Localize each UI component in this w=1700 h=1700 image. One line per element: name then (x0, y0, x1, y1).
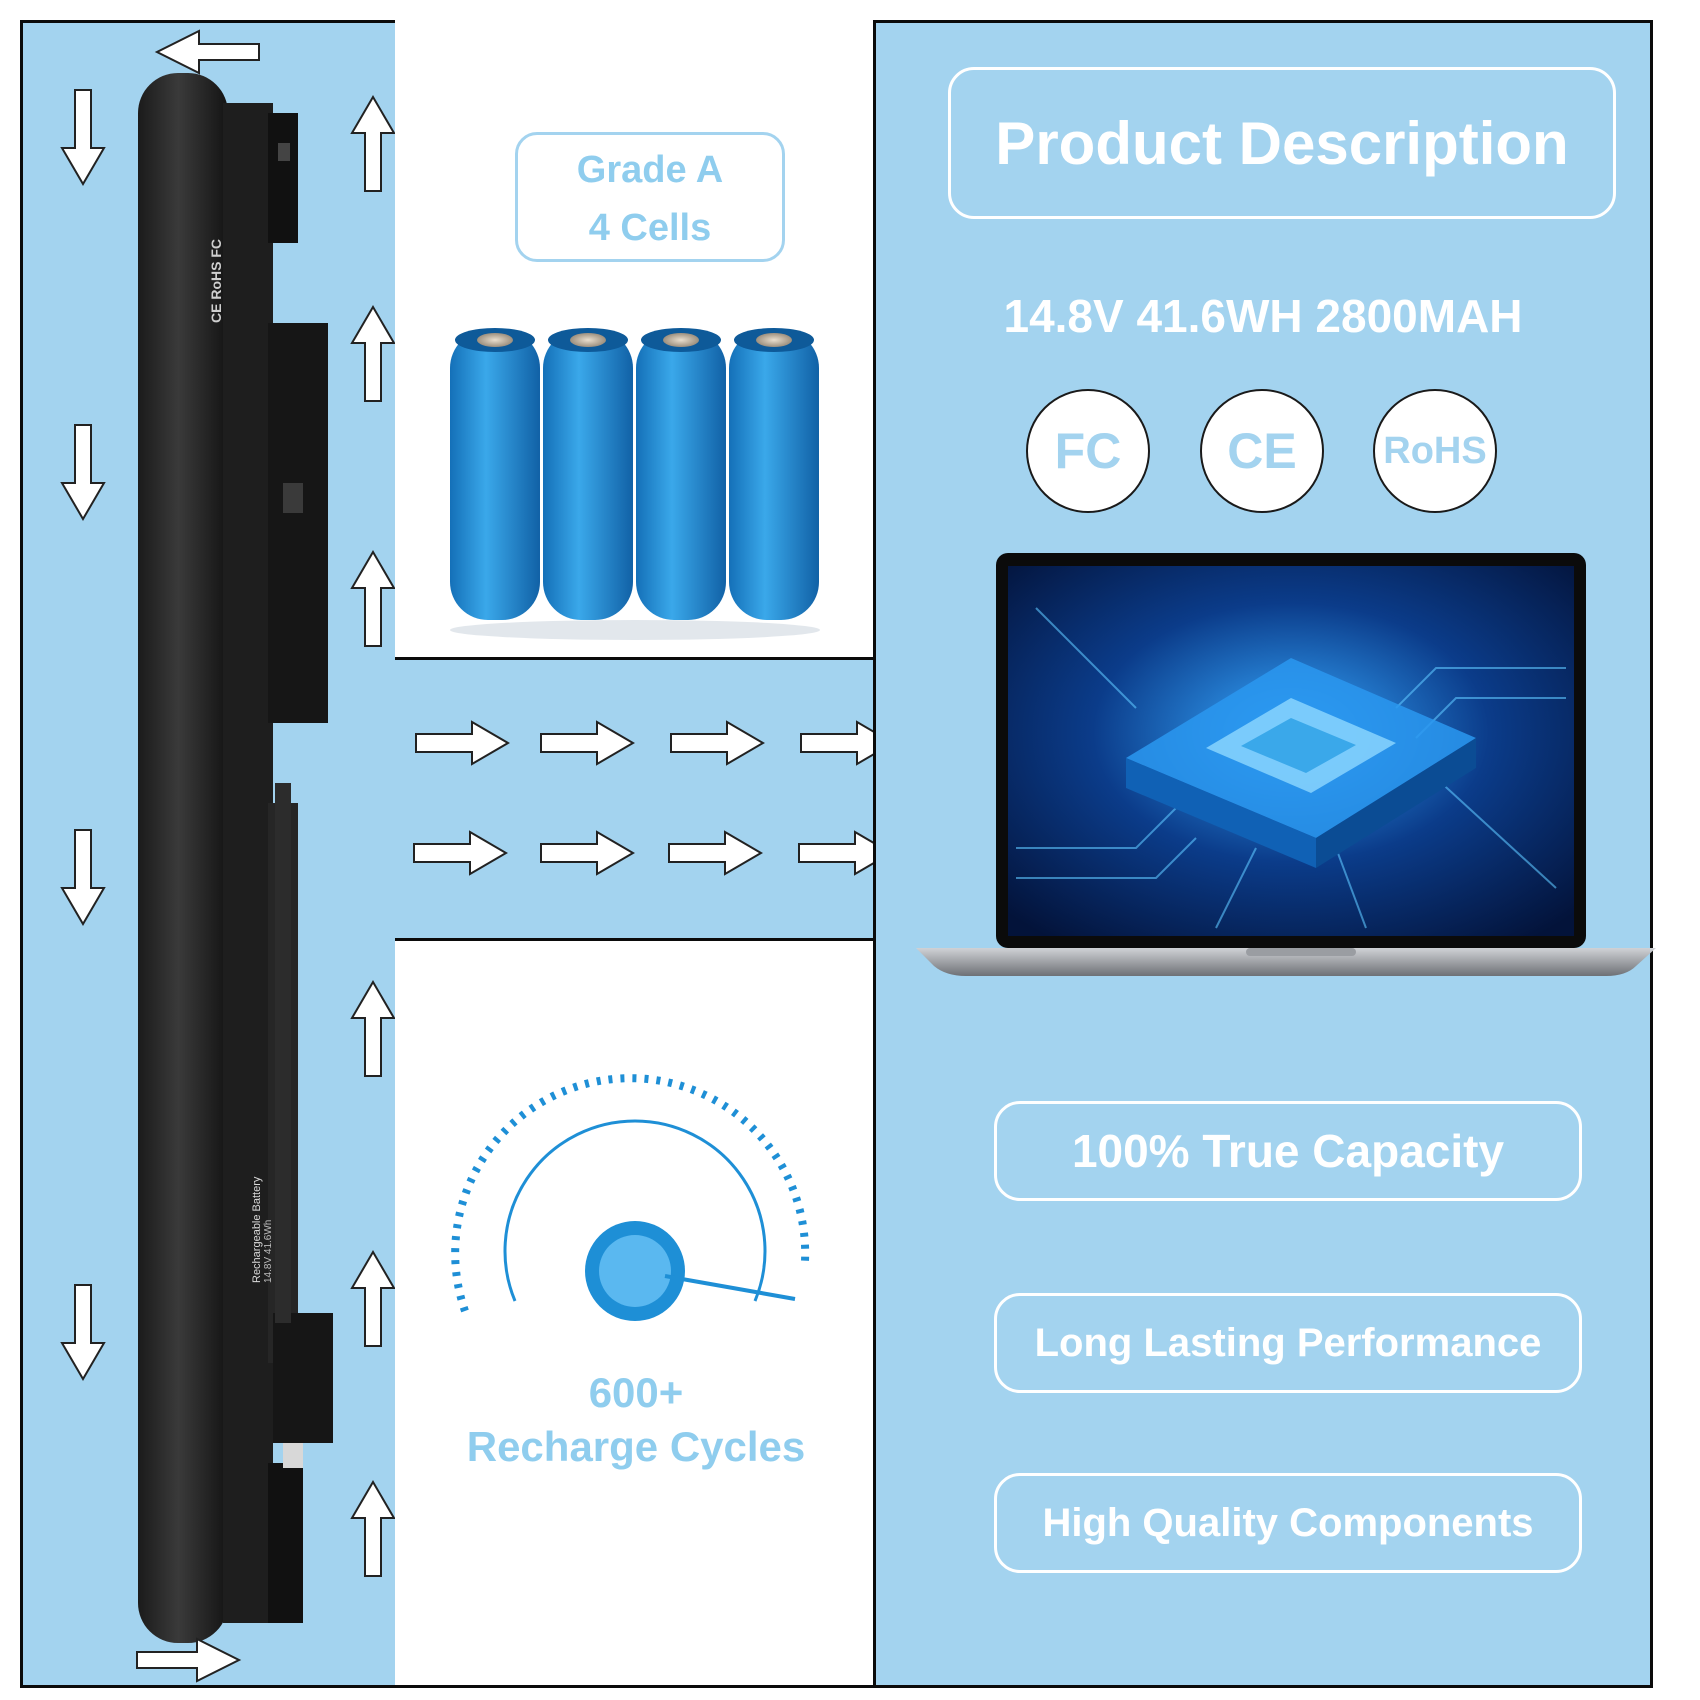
grade-label: Grade A (576, 149, 724, 191)
specs-text: 14.8V 41.6WH 2800MAH (1003, 290, 1523, 342)
arrow-up-icon (350, 980, 396, 1077)
arrow-down-icon (60, 89, 106, 186)
arrow-right-icon (670, 720, 765, 766)
arrow-up-icon (350, 1480, 396, 1577)
cells-count-label: 4 Cells (588, 207, 712, 249)
arrow-right-icon (540, 720, 635, 766)
feature-true-capacity: 100% True Capacity (994, 1101, 1582, 1201)
arrow-right-icon (415, 720, 510, 766)
product-description-title: Product Description (948, 67, 1616, 219)
battery-panel: CE RoHS FC Rechargeable Battery 14.8V 41… (20, 20, 400, 1688)
recharge-label: Recharge Cycles (466, 1423, 806, 1470)
middle-strip (397, 655, 875, 945)
recharge-count: 600+ (588, 1369, 684, 1416)
arrow-left-icon (154, 29, 260, 75)
arrow-right-icon (668, 830, 763, 876)
arrow-right-icon (413, 830, 508, 876)
fcc-cert-badge: FC (1026, 389, 1150, 513)
battery-label-rating: 14.8V 41.6Wh (263, 1219, 274, 1283)
arrow-right-icon (540, 830, 635, 876)
cells-panel: Grade A 4 Cells (395, 20, 877, 660)
rohs-cert-badge: RoHS (1373, 389, 1497, 513)
feature-high-quality: High Quality Components (994, 1473, 1582, 1573)
arrow-right-icon (136, 1637, 242, 1683)
arrow-up-icon (350, 305, 396, 402)
description-panel: Product Description 14.8V 41.6WH 2800MAH… (873, 20, 1656, 1688)
speedometer-icon (451, 1074, 810, 1321)
arrow-down-icon (60, 829, 106, 926)
grade-badge: Grade A 4 Cells (515, 132, 785, 262)
laptop-circuit-image (916, 553, 1656, 976)
arrow-down-icon (60, 424, 106, 521)
arrow-up-icon (350, 1250, 396, 1347)
arrow-up-icon (350, 95, 396, 192)
feature-long-lasting: Long Lasting Performance (994, 1293, 1582, 1393)
arrow-down-icon (60, 1284, 106, 1381)
ce-cert-badge: CE (1200, 389, 1324, 513)
battery-cells-image (450, 328, 820, 640)
battery-label-marks: CE RoHS FC (208, 239, 224, 323)
arrow-up-icon (350, 550, 396, 647)
recharge-panel: 600+ Recharge Cycles (395, 938, 877, 1688)
laptop-battery (138, 73, 333, 1643)
battery-label-title: Rechargeable Battery (251, 1176, 263, 1283)
